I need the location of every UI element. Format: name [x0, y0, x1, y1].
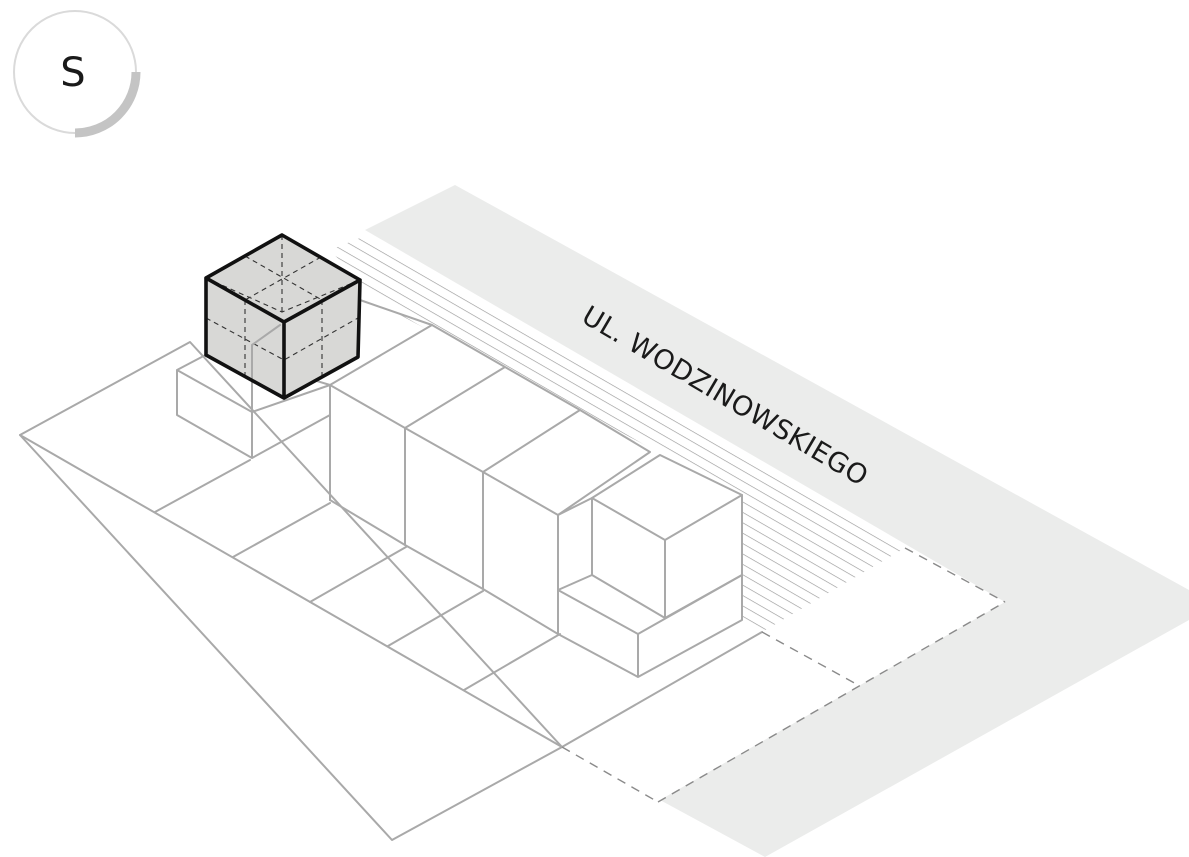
street-band [365, 185, 1189, 857]
grid-line [463, 633, 561, 691]
extension-outline-dashed [561, 547, 1006, 803]
compass-arc [74, 71, 141, 138]
hatched-setback-strip [330, 236, 905, 632]
grid-line [154, 459, 251, 513]
building-row [329, 299, 651, 635]
plot-front-edge [19, 434, 763, 748]
compass-letter: S [60, 50, 85, 96]
corner-block [557, 454, 743, 678]
grid-line [232, 502, 331, 558]
highlighted-building-cube [204, 233, 362, 413]
grid-line [309, 546, 407, 603]
compass-badge: S [13, 10, 141, 138]
grid-line [387, 590, 484, 647]
